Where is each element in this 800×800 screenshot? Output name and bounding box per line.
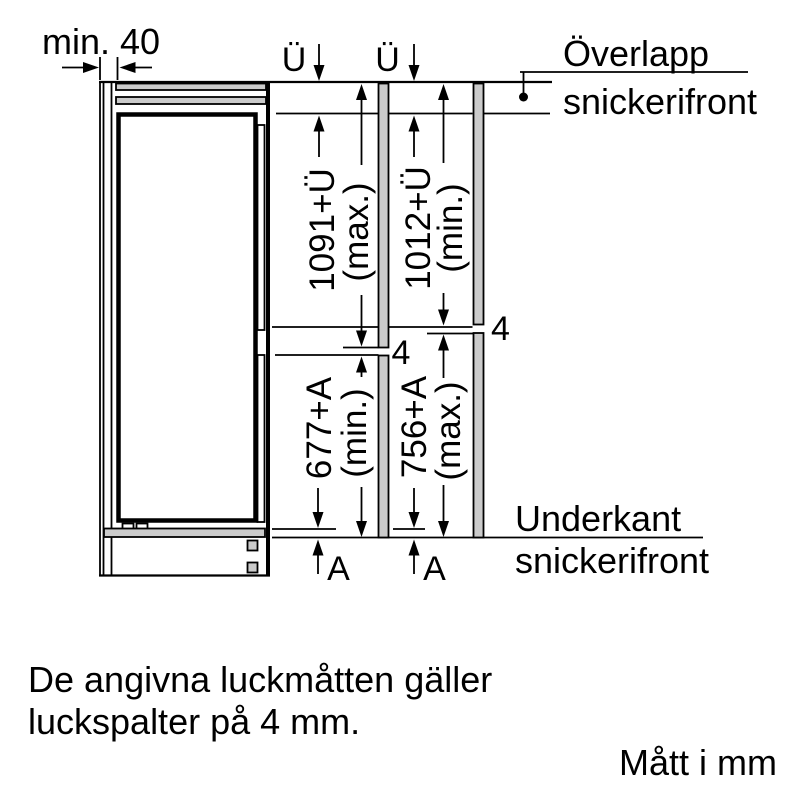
a-left-label: A — [327, 550, 350, 588]
lower-min-up-arrow-icon — [356, 356, 367, 373]
a-left-up-arrow-icon — [312, 539, 324, 556]
upper-min-qualifier: (min.) — [431, 183, 470, 272]
callout-bottom-edge: Underkant snickerifront — [515, 498, 709, 581]
dimension-upper-min: 1012+Ü (min.) — [399, 84, 470, 326]
u-left-up-arrow-icon — [313, 115, 325, 132]
upper-min-down-arrow-icon — [438, 309, 449, 326]
lower-max-qualifier: (max.) — [429, 381, 468, 480]
dimension-lower-max: 756+A (max.) — [395, 334, 468, 537]
overlap-label-line2: snickerifront — [563, 81, 757, 122]
min40-arrow-left-icon — [119, 62, 136, 73]
note-line2: luckspalter på 4 mm. — [28, 701, 360, 742]
appliance-upper-door — [256, 124, 266, 331]
lower-min-down-arrow-icon — [356, 521, 367, 537]
a-right-label: A — [423, 550, 446, 588]
upper-max-value: 1091+Ü — [303, 168, 342, 292]
dimension-overlap-left: Ü — [282, 41, 325, 157]
a-left-down-arrow-icon — [312, 512, 324, 528]
overlap-leader-dot-icon — [519, 92, 528, 102]
upper-max-up-arrow-icon — [356, 84, 367, 100]
u-left-label: Ü — [282, 41, 307, 79]
front-panel-left-upper — [377, 82, 390, 349]
overlap-label-line1: Överlapp — [563, 33, 709, 74]
appliance-body — [116, 112, 258, 523]
cabinet-section — [99, 82, 270, 577]
front-panel-right-lower — [472, 332, 485, 539]
dimension-a-left: A — [312, 488, 350, 588]
plinth-bracket-lower — [246, 561, 259, 574]
u-right-down-arrow-icon — [408, 65, 420, 81]
dimension-a-right: A — [408, 488, 446, 588]
upper-max-down-arrow-icon — [356, 330, 367, 347]
u-left-down-arrow-icon — [313, 65, 325, 81]
lower-max-up-arrow-icon — [438, 334, 449, 351]
front-panel-left-lower — [377, 354, 390, 539]
callout-overlap: Överlapp snickerifront — [519, 33, 757, 122]
plinth-panel — [103, 527, 266, 538]
a-right-down-arrow-icon — [408, 512, 420, 528]
min40-label: min. 40 — [42, 21, 160, 62]
dimension-lower-min: 677+A (min.) — [300, 356, 374, 537]
dimension-upper-max: 1091+Ü (max.) — [303, 84, 376, 347]
dimension-overlap-right: Ü — [375, 41, 420, 157]
notes: De angivna luckmåtten gäller luckspalter… — [28, 659, 777, 783]
plinth-bracket-upper — [246, 539, 259, 552]
dimension-min40: min. 40 — [42, 21, 160, 80]
min40-arrow-right-icon — [83, 62, 99, 73]
u-right-up-arrow-icon — [408, 115, 420, 132]
lower-min-value: 677+A — [300, 376, 339, 479]
underkant-label-line2: snickerifront — [515, 540, 709, 581]
reference-lines — [99, 80, 703, 539]
top-vent-panel-upper — [115, 82, 267, 91]
a-right-up-arrow-icon — [408, 539, 420, 556]
upper-min-up-arrow-icon — [438, 84, 449, 100]
gap-right-label: 4 — [491, 310, 510, 348]
lower-min-qualifier: (min.) — [335, 388, 374, 477]
underkant-label-line1: Underkant — [515, 498, 681, 539]
lower-max-down-arrow-icon — [438, 521, 449, 537]
units-label: Mått i mm — [619, 742, 777, 783]
note-line1: De angivna luckmåtten gäller — [28, 659, 492, 700]
lower-max-value: 756+A — [395, 375, 434, 478]
upper-min-value: 1012+Ü — [399, 166, 438, 290]
gap-left-label: 4 — [392, 334, 411, 372]
top-vent-panel-lower — [115, 96, 267, 105]
furniture-front-panels — [377, 82, 485, 539]
u-right-label: Ü — [375, 41, 400, 79]
front-panel-right-upper — [472, 82, 485, 326]
appliance-lower-door — [256, 354, 266, 523]
upper-max-qualifier: (max.) — [337, 182, 376, 281]
